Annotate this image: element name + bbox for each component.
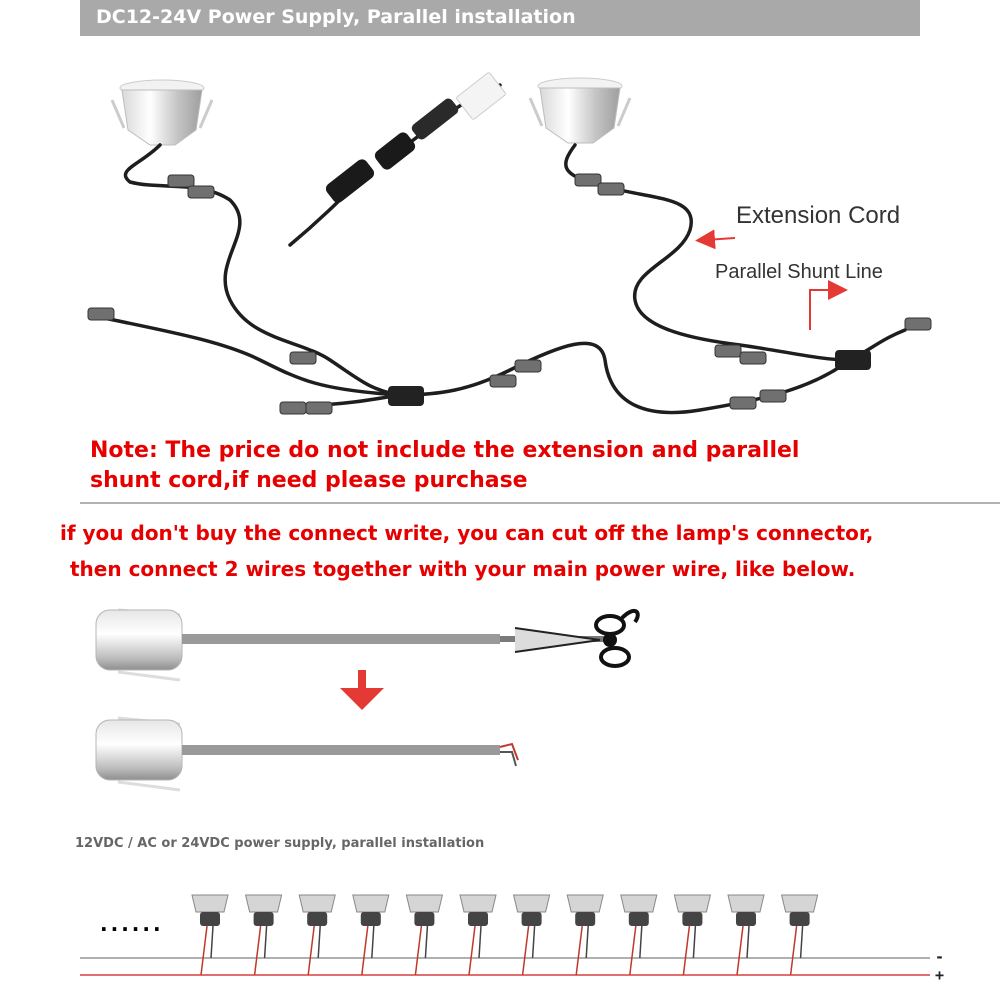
recessed-lamp-icon — [352, 894, 390, 976]
scissors-icon — [514, 608, 640, 668]
side-lamp-icon — [95, 716, 183, 792]
recessed-lamp-icon — [528, 77, 632, 144]
recessed-lamp-icon — [459, 894, 497, 976]
extension-wires — [88, 83, 907, 415]
lamp-cable-cut — [182, 745, 500, 755]
note-line-1: Note: The price do not include the exten… — [90, 438, 800, 463]
ellipsis: ...... — [100, 912, 164, 936]
junction-box — [835, 350, 871, 370]
recessed-lamp-icon — [110, 79, 214, 146]
header-bar: DC12-24V Power Supply, Parallel installa… — [80, 0, 920, 36]
recessed-lamp-icon — [405, 894, 444, 976]
arrow-corner-icon — [809, 280, 848, 330]
recessed-lamp-icon — [673, 894, 712, 976]
recessed-lamp-icon — [780, 894, 819, 976]
extension-cord-label: Extension Cord — [736, 202, 901, 229]
junction-box — [388, 386, 424, 406]
recessed-lamp-icon — [191, 894, 229, 976]
note-line-2: shunt cord,if need please purchase — [90, 468, 528, 493]
wire-connectors — [87, 173, 932, 415]
recessed-lamp-icon — [727, 894, 765, 976]
recessed-lamp-icon — [566, 894, 604, 976]
recessed-lamp-icon — [298, 894, 336, 976]
recessed-lamp-icon — [512, 894, 551, 976]
plus-label: + — [935, 966, 945, 984]
waterproof-connector — [325, 72, 506, 203]
recessed-lamp-icon — [244, 894, 283, 976]
lamp-cable — [182, 634, 500, 644]
side-lamp-icon — [95, 608, 183, 682]
lamp-row — [191, 894, 819, 976]
minus-label: - — [935, 948, 945, 966]
arrow-left-icon — [695, 229, 736, 250]
header-title: DC12-24V Power Supply, Parallel installa… — [96, 6, 576, 28]
recessed-lamp-icon — [620, 894, 658, 976]
arrow-down-icon — [340, 670, 384, 710]
instruction-line-1: if you don't buy the connect write, you … — [60, 521, 874, 545]
instruction-line-2: then connect 2 wires together with your … — [70, 557, 856, 581]
parallel-shunt-line-label: Parallel Shunt Line — [715, 261, 883, 283]
bottom-caption: 12VDC / AC or 24VDC power supply, parall… — [75, 836, 485, 851]
